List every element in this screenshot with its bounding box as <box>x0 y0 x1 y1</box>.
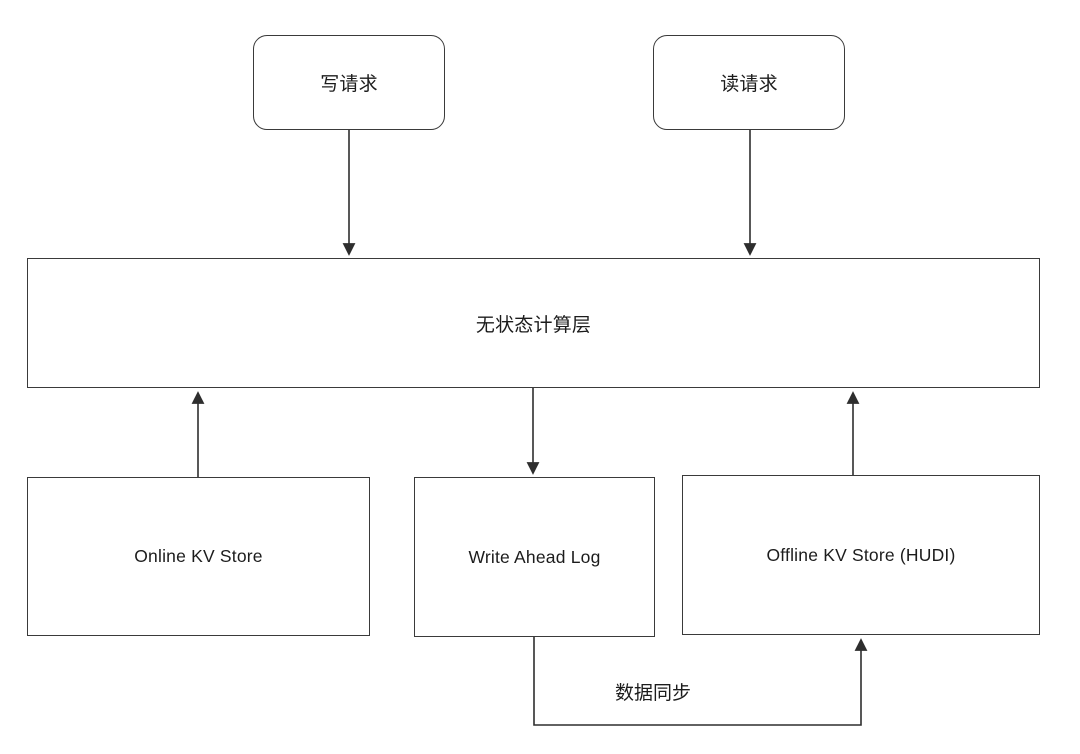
node-write-ahead-log: Write Ahead Log <box>414 477 655 637</box>
node-online-kv-store: Online KV Store <box>27 477 370 636</box>
node-compute-layer: 无状态计算层 <box>27 258 1040 388</box>
node-read-request-label: 读请求 <box>720 74 778 95</box>
node-offline-kv-store: Offline KV Store (HUDI) <box>682 475 1040 635</box>
node-write-request: 写请求 <box>253 35 445 130</box>
edge-label-data-sync: 数据同步 <box>614 683 691 704</box>
node-write-ahead-log-label: Write Ahead Log <box>468 546 601 567</box>
node-write-request-label: 写请求 <box>320 74 378 95</box>
node-online-kv-store-label: Online KV Store <box>134 546 263 566</box>
node-read-request: 读请求 <box>653 35 845 130</box>
node-compute-layer-label: 无状态计算层 <box>475 314 592 336</box>
node-offline-kv-store-label: Offline KV Store (HUDI) <box>766 544 956 565</box>
